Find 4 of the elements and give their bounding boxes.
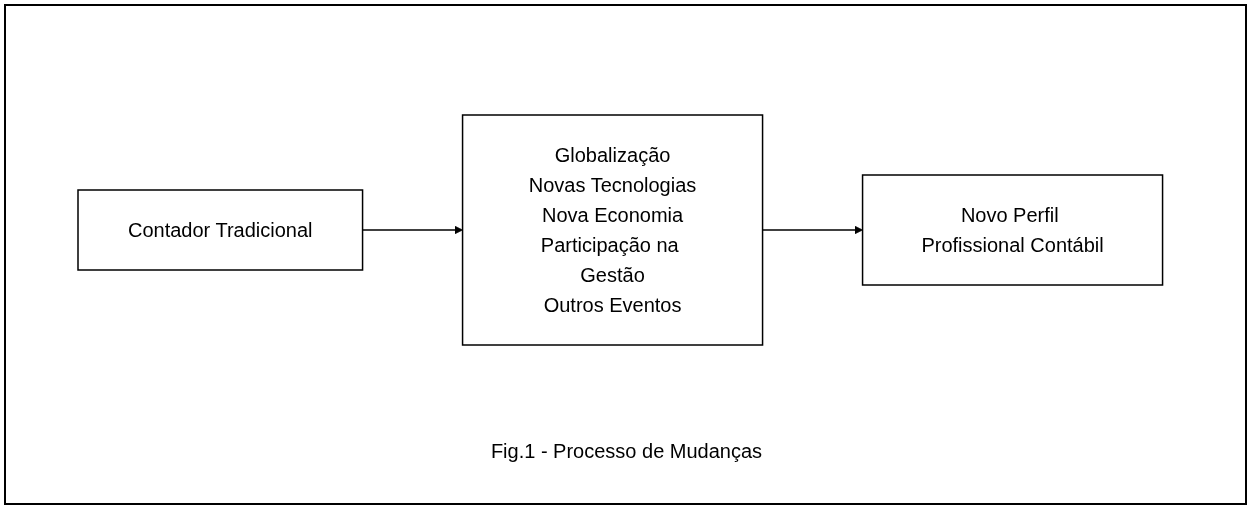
node-box: Globalização Novas Tecnologias Nova Economia Participação na Gestão Outros Eventos [461, 114, 764, 346]
node-box: Contador Tradicional [76, 189, 364, 271]
figure-caption: Fig.1 - Processo de Mudanças [490, 440, 763, 463]
node-box: Novo Perfil Profissional Contábil [861, 174, 1164, 286]
